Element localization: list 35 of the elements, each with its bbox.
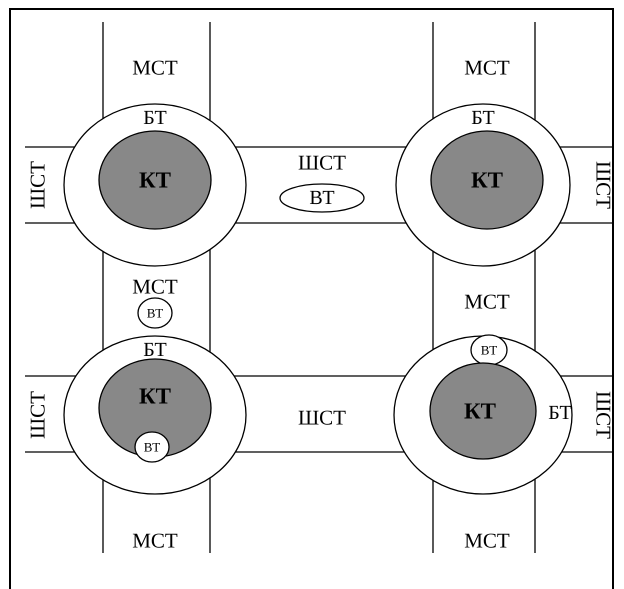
road-label: МСТ bbox=[464, 58, 510, 78]
road-label: ШСТ bbox=[298, 152, 346, 174]
road-label: МСТ bbox=[132, 276, 178, 298]
ring-zone bbox=[395, 103, 571, 267]
road-label: МСТ bbox=[464, 530, 510, 552]
small-circle-zone bbox=[134, 431, 170, 463]
core-zone bbox=[430, 130, 544, 230]
zone-label: ВТ bbox=[309, 188, 335, 208]
road-label: МСТ bbox=[464, 292, 510, 312]
small-circle-zone bbox=[470, 334, 508, 366]
zone-label: КТ bbox=[138, 384, 172, 408]
road-label: ШСТ bbox=[298, 408, 346, 428]
oval-zone bbox=[279, 183, 365, 213]
core-zone bbox=[98, 130, 212, 230]
zone-label: ВТ bbox=[146, 306, 164, 320]
road-label: МСТ bbox=[132, 530, 178, 552]
zone-label: БТ bbox=[548, 403, 572, 423]
road-label: ШСТ bbox=[28, 160, 48, 210]
ring-zone bbox=[393, 335, 573, 495]
ring-zone bbox=[63, 335, 247, 495]
zone-label: ВТ bbox=[144, 440, 160, 454]
core-zone bbox=[429, 362, 537, 460]
zone-label: БТ bbox=[143, 108, 167, 128]
zone-label: КТ bbox=[138, 168, 172, 192]
road-label: ШСТ bbox=[592, 390, 614, 440]
road-label: ШСТ bbox=[28, 390, 48, 440]
ring-zone bbox=[63, 103, 247, 267]
road-label: МСТ bbox=[132, 58, 178, 78]
zone-label: ВТ bbox=[480, 344, 498, 356]
small-circle-zone bbox=[137, 297, 173, 329]
zone-label: БТ bbox=[471, 108, 495, 128]
zone-label: БТ bbox=[143, 340, 167, 360]
zone-label: КТ bbox=[464, 400, 496, 422]
road-label: ШСТ bbox=[592, 160, 614, 210]
zone-label: КТ bbox=[470, 168, 504, 192]
